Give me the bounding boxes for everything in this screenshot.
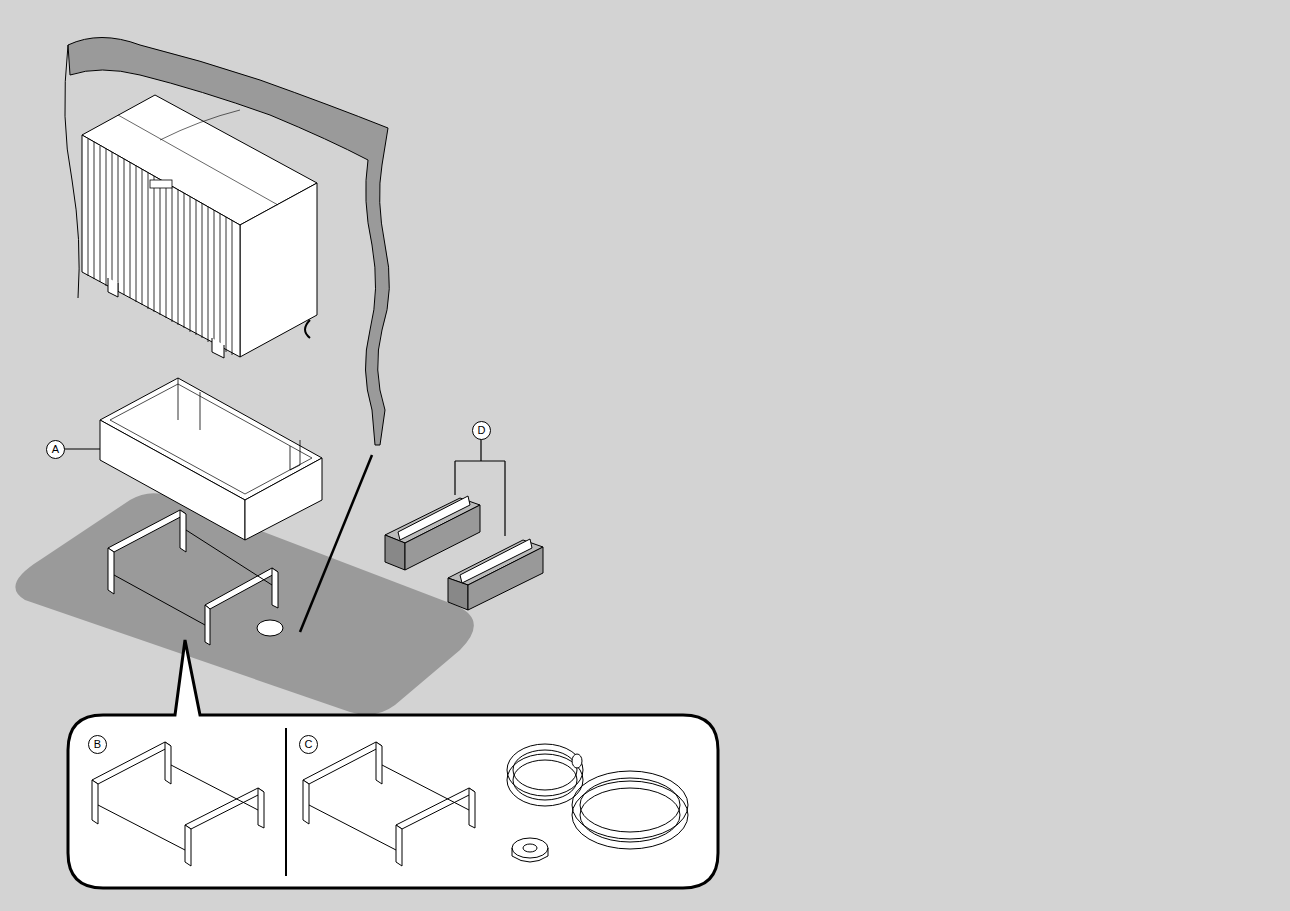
- drain-cap: [257, 620, 283, 636]
- callout-letter: A: [46, 440, 65, 459]
- divider: [285, 728, 287, 876]
- callout-letter: B: [88, 735, 107, 754]
- stand-frame: [92, 742, 264, 866]
- callout-letter: D: [472, 421, 491, 440]
- base-frame: [100, 378, 322, 540]
- callout-letter: C: [299, 735, 318, 754]
- bracket: [455, 439, 505, 536]
- leader-line: [64, 449, 100, 450]
- damping-blocks: [385, 496, 543, 610]
- tubing-coils: [507, 744, 688, 862]
- stand-frame: [108, 510, 278, 645]
- wall-edge: [65, 45, 79, 298]
- wall-band: [68, 38, 389, 446]
- heat-pump-unit: [82, 95, 317, 358]
- stand-frame: [303, 742, 475, 866]
- detail-inset: [68, 640, 718, 888]
- leader-line: [300, 455, 372, 632]
